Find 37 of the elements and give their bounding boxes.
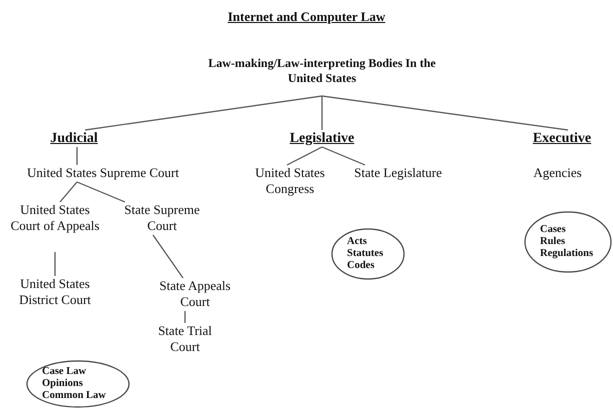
branch-heading: Executive [532,130,592,148]
ellipse-node [524,211,612,273]
list-item: Cases [540,224,567,236]
list-item: Opinions [42,378,84,390]
ellipse-node [331,228,405,280]
connector-line [152,234,184,278]
node-label: United States Supreme Court [26,165,180,182]
connector-line [84,95,322,131]
node-label: United States Congress [254,165,326,198]
connector-line [184,311,186,323]
list-item: Acts [347,236,368,248]
node-label: State Appeals Court [158,278,232,310]
connector-line [60,182,78,202]
connector-line [76,181,126,203]
list-item: Regulations [540,248,594,260]
connector-line [286,146,322,166]
diagram-title: Internet and Computer Law [226,9,386,25]
heading-text: Law-making/Law-interpreting Bodies In the United States [207,56,437,86]
branch-heading: Judicial [49,130,99,148]
node-label: State Legislature [353,165,443,182]
list-item: Codes [347,260,376,272]
node-label: State Trial Court [157,323,213,356]
connector-line [321,96,323,130]
list-item: Case Law [42,366,88,378]
node-label: Agencies [532,165,583,182]
node-label: United States Court of Appeals [10,202,100,234]
list-item: Rules [540,236,566,248]
list-item: Common Law [42,390,107,402]
branch-heading: Legislative [288,130,356,148]
connector-line [54,252,56,276]
connector-line [322,95,568,131]
connector-line [322,146,366,166]
connector-line [76,147,78,165]
list-item: Statutes [347,248,384,260]
ellipse-node [26,360,130,408]
node-label: United States District Court [18,276,92,308]
node-label: State Supreme Court [123,202,201,234]
